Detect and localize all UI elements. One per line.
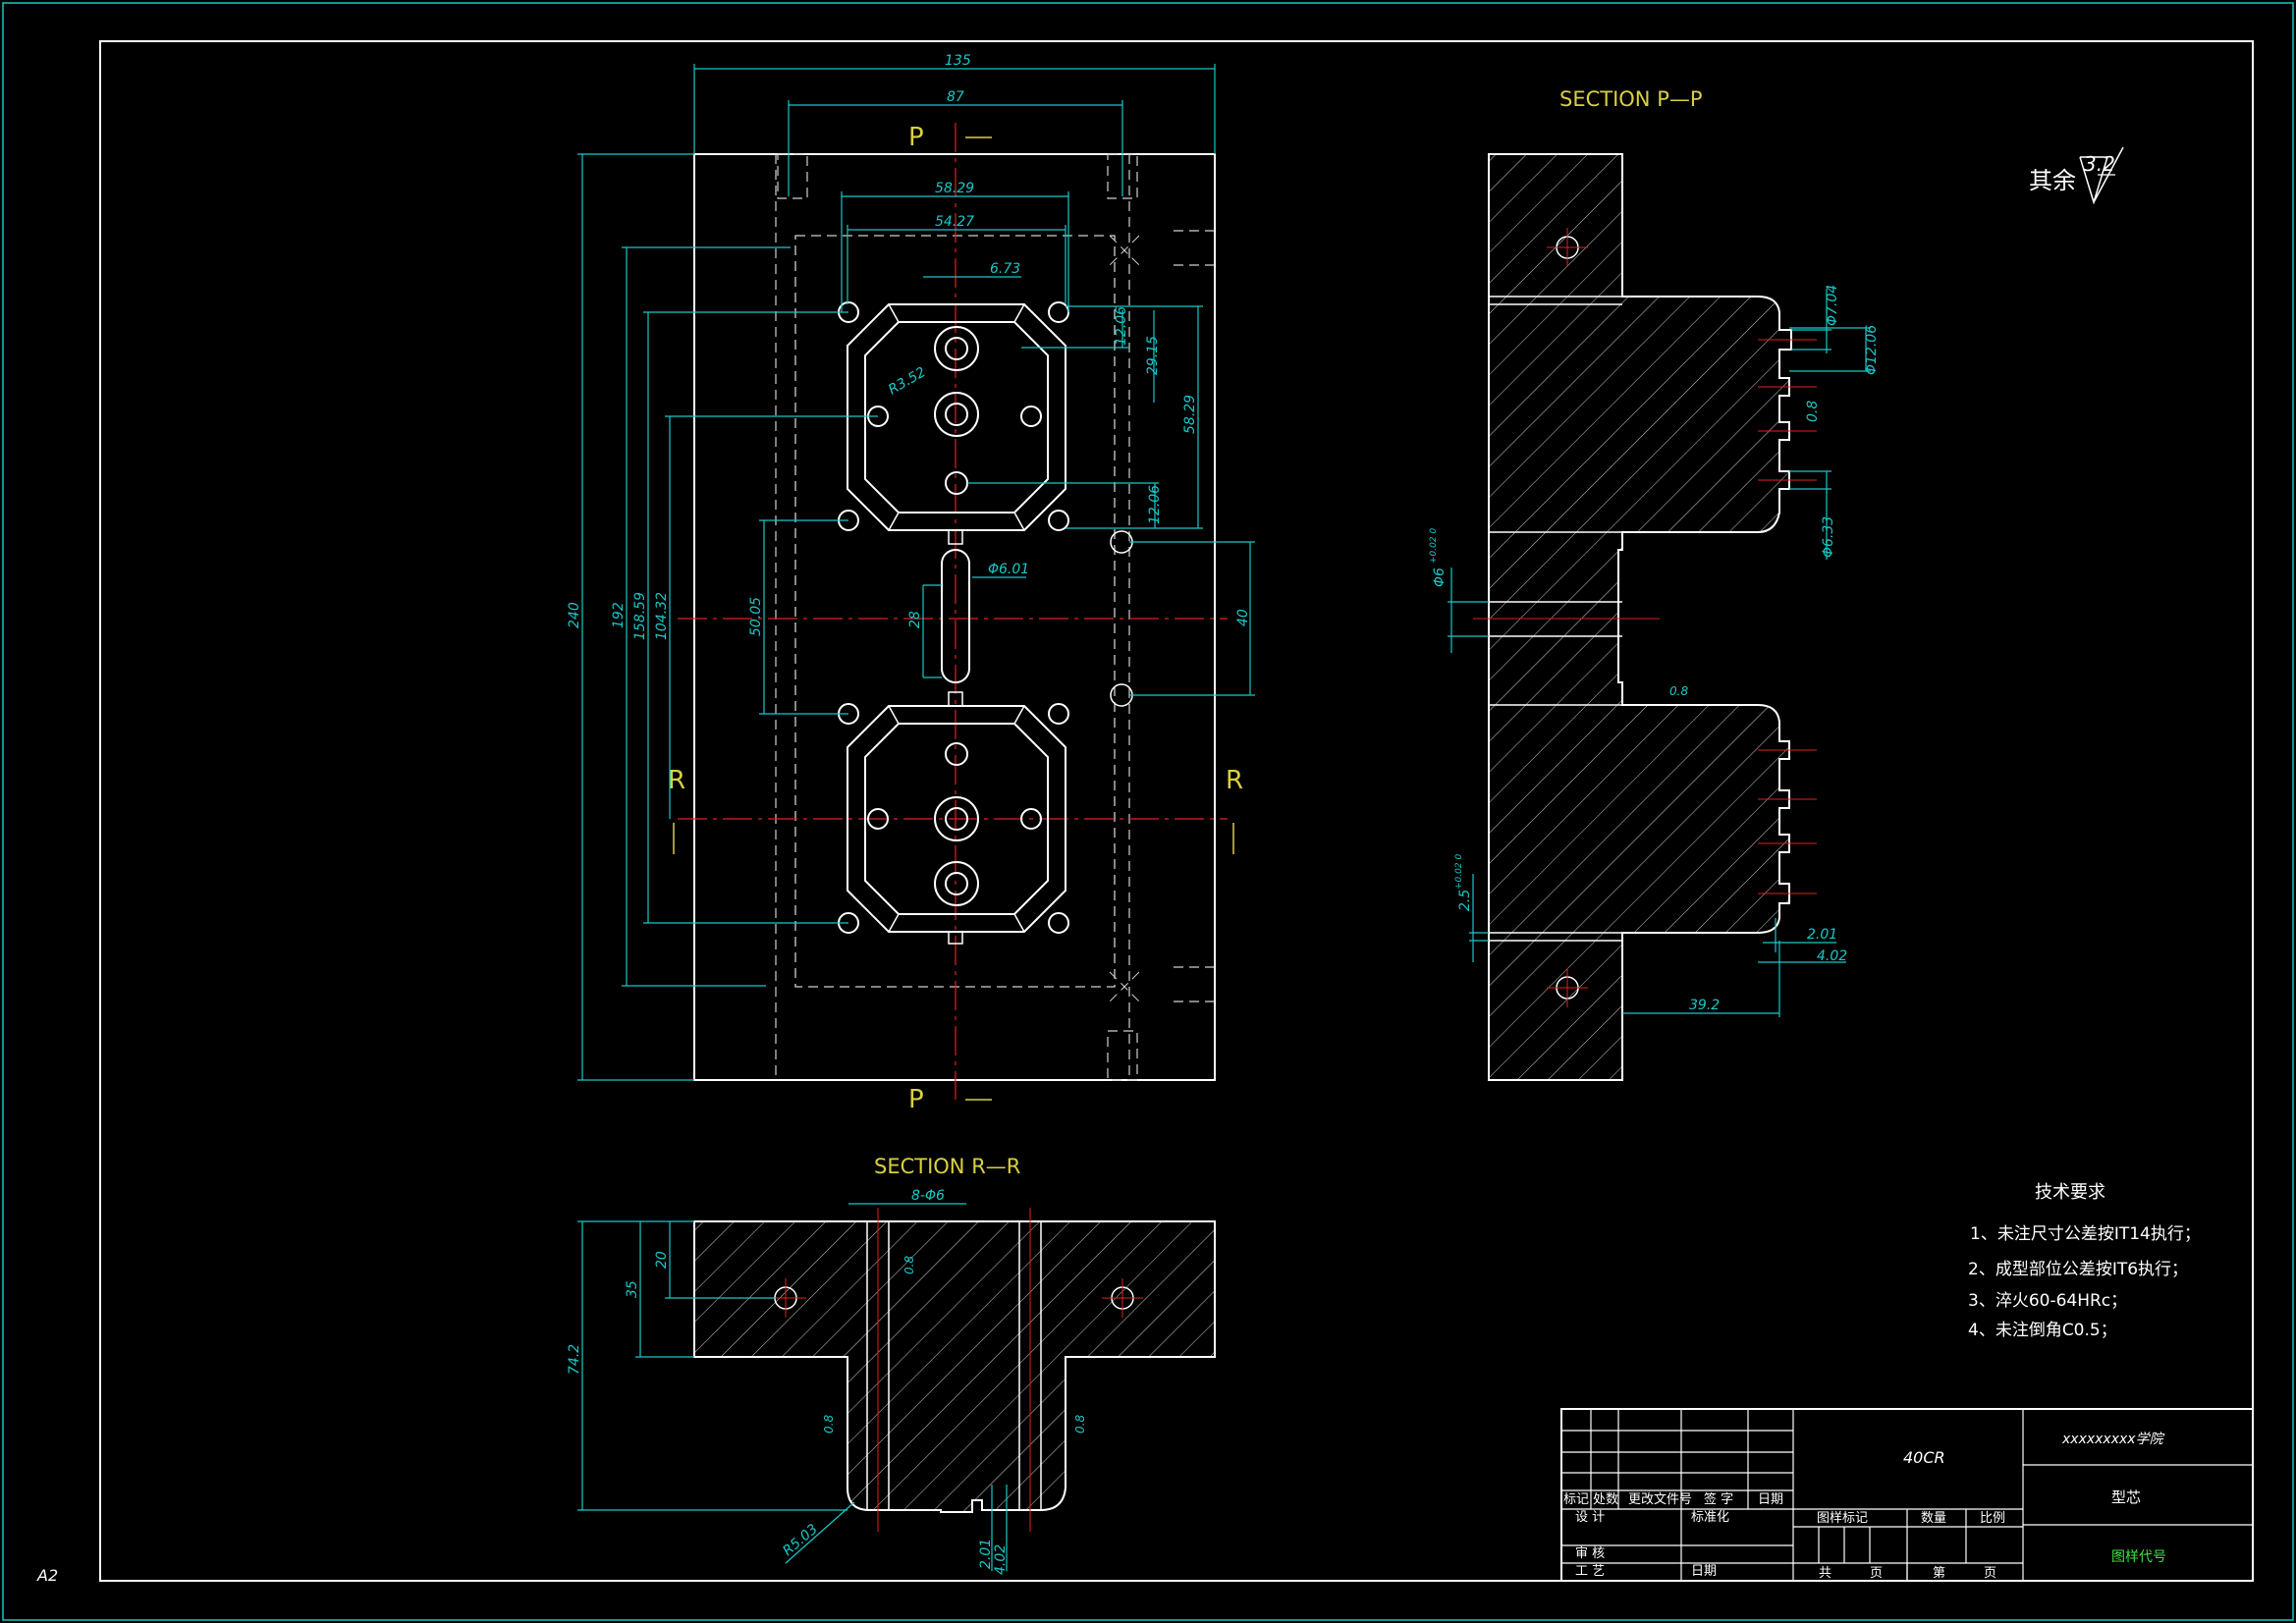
tech-req-title: 技术要求 <box>2035 1182 2105 1203</box>
dim-54-27: 54.27 <box>935 214 974 230</box>
dim-74-2: 74.2 <box>567 1344 582 1375</box>
plan-outline <box>693 153 1216 1081</box>
dim-192: 192 <box>611 602 627 628</box>
tb-header-mark: 标记 <box>1563 1492 1589 1507</box>
tb-qty: 数量 <box>1921 1511 1946 1526</box>
cut-mark-r-left: R <box>668 766 685 795</box>
dim-40: 40 <box>1235 609 1251 626</box>
dim-28: 28 <box>907 611 923 628</box>
cut-mark-r-right: R <box>1226 766 1243 795</box>
tb-material: 40CR <box>1903 1448 1945 1467</box>
tb-scale: 比例 <box>1980 1511 2005 1526</box>
tb-process: 工 艺 <box>1575 1564 1605 1579</box>
surface-roughness-mark: 其余 3.2 <box>2029 146 2124 205</box>
dim-6-73: 6.73 <box>990 261 1020 277</box>
dim-240: 240 <box>567 602 582 628</box>
dim-4-02-rr: 4.02 <box>993 1544 1009 1575</box>
tb-header-sign: 签 字 <box>1704 1491 1733 1507</box>
tb-stage-mark: 图样标记 <box>1817 1511 1868 1526</box>
tb-page2: 页 <box>1984 1566 1996 1581</box>
dim-29-15: 29.15 <box>1145 336 1161 375</box>
tb-drawing-no: 图样代号 <box>2111 1549 2166 1565</box>
dim-2-5: 2.5 <box>1457 890 1473 911</box>
tech-req-item: 3、淬火60-64HRc； <box>1968 1291 2127 1311</box>
technical-requirements: 技术要求 1、未注尺寸公差按IT14执行； 2、成型部位公差按IT6执行； 3、… <box>1968 1182 2201 1340</box>
dim-58-29: 58.29 <box>935 181 974 196</box>
tech-req-item: 1、未注尺寸公差按IT14执行； <box>1970 1224 2201 1244</box>
dim-50-05: 50.05 <box>748 597 764 636</box>
roughness-value: 3.2 <box>2084 152 2115 176</box>
runner <box>941 529 1133 707</box>
inner-border <box>99 40 2254 1582</box>
tb-header-count: 处数 <box>1593 1492 1618 1507</box>
tb-header-change-doc: 更改文件号 <box>1628 1492 1692 1507</box>
roughness-0-8-rr-b: 0.8 <box>822 1415 836 1434</box>
dim-87: 87 <box>947 89 964 105</box>
dim-2-5-tol: +0.02 0 <box>1454 854 1464 890</box>
roughness-0-8-rr-c: 0.8 <box>1073 1415 1087 1434</box>
tb-header-date: 日期 <box>1758 1492 1783 1507</box>
roughness-0-8-pp-b: 0.8 <box>1669 684 1688 698</box>
dim-20: 20 <box>654 1251 670 1269</box>
tb-standard: 标准化 <box>1691 1510 1729 1525</box>
tb-design: 设 计 <box>1575 1510 1605 1525</box>
dim-135: 135 <box>945 53 971 69</box>
dim-phi12-06: Φ12.06 <box>1864 325 1880 375</box>
lower-cavity <box>838 703 1069 945</box>
section-rr: SECTION R—R 8-Φ6 0.8 20 35 74.2 0.8 0.8 <box>567 1155 1216 1575</box>
dim-2-01-rr: 2.01 <box>978 1539 994 1569</box>
cut-mark-p-bottom: P <box>908 1085 924 1114</box>
dim-39-2: 39.2 <box>1689 998 1720 1013</box>
dim-phi6-33: Φ6.33 <box>1821 516 1836 558</box>
section-rr-outline <box>693 1220 1216 1513</box>
section-pp-outline <box>1488 153 1792 1081</box>
dim-35: 35 <box>625 1280 640 1298</box>
section-pp: SECTION P—P <box>1429 87 1880 1081</box>
tb-review: 审 核 <box>1575 1546 1605 1561</box>
tb-date: 日期 <box>1691 1564 1717 1579</box>
dim-4-02-pp: 4.02 <box>1817 948 1847 964</box>
plan-view: P P R R 135 87 <box>567 53 1255 1114</box>
dim-12-06-b: 12.06 <box>1147 485 1163 524</box>
tech-req-item: 2、成型部位公差按IT6执行； <box>1968 1260 2188 1279</box>
plan-dim-texts: 135 87 58.29 54.27 6.73 R3.52 12.06 29.1… <box>567 53 1251 640</box>
tech-req-item: 4、未注倒角C0.5； <box>1968 1321 2117 1340</box>
dim-8-phi6: 8-Φ6 <box>911 1188 945 1204</box>
dim-12-06-a: 12.06 <box>1114 306 1129 346</box>
tb-page: 页 <box>1870 1566 1883 1581</box>
dim-phi7-04: Φ7.04 <box>1825 285 1840 326</box>
dim-2-01-pp: 2.01 <box>1807 927 1837 943</box>
roughness-prefix: 其余 <box>2029 167 2076 194</box>
section-pp-title: SECTION P—P <box>1559 87 1703 111</box>
dim-58-29-v: 58.29 <box>1182 395 1198 434</box>
tb-total: 共 <box>1819 1566 1831 1581</box>
dim-phi6-01: Φ6.01 <box>988 562 1029 577</box>
cut-mark-p-top: P <box>908 123 924 152</box>
dim-phi6-tol: +0.02 0 <box>1429 528 1439 564</box>
sheet-size-label: A2 <box>36 1566 58 1585</box>
dim-104-32: 104.32 <box>654 592 670 640</box>
plan-dimensions <box>577 64 1255 1081</box>
tb-part-name: 型芯 <box>2111 1488 2141 1506</box>
dim-r3-52: R3.52 <box>886 364 929 398</box>
section-rr-title: SECTION R—R <box>874 1155 1020 1178</box>
tb-sheet-no: 第 <box>1933 1566 1945 1581</box>
roughness-0-8-rr-a: 0.8 <box>902 1256 916 1274</box>
dim-phi6: Φ6 <box>1432 568 1448 587</box>
roughness-0-8-pp-a: 0.8 <box>1805 401 1821 422</box>
title-block: 标记 处数 更改文件号 签 字 日期 设 计 标准化 审 核 工 艺 日期 图样… <box>1560 1408 2254 1582</box>
dim-r5-03: R5.03 <box>780 1522 821 1560</box>
dim-158-59: 158.59 <box>632 592 648 640</box>
tb-school: xxxxxxxxx学院 <box>2061 1432 2165 1447</box>
